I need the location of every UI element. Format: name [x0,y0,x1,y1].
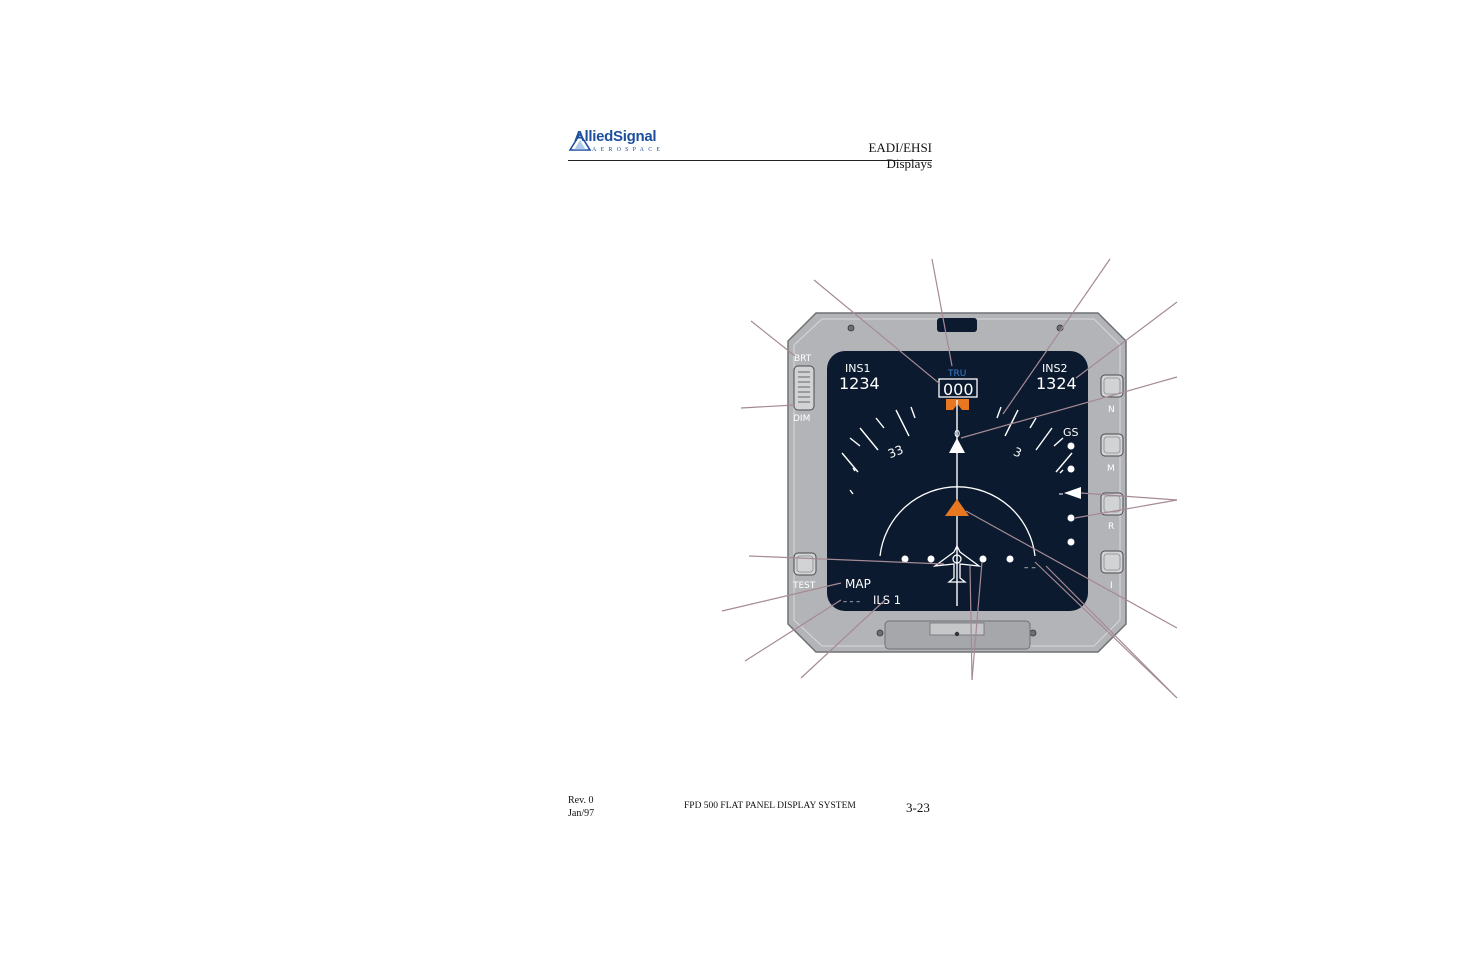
callout-leader-lines [721,258,1178,699]
glideslope-pointer-icon [1064,487,1081,499]
left-nav-value: 1234 [839,374,880,393]
left-dashes: – – – [843,597,860,606]
range-arc [879,486,1036,557]
alliedsignal-logo-icon [568,132,592,151]
product-name: FPD 500 FLAT PANEL DISPLAY SYSTEM [684,801,856,811]
lateral-deviation-dots [901,555,1014,563]
nav-source-label: ILS 1 [873,593,901,607]
key-n-button[interactable] [1100,374,1124,398]
compass-label-33: 33 [886,442,905,461]
compass-rose [841,400,1073,495]
brand-name: AlliedSignal [574,128,657,145]
key-m-label: M [1107,464,1115,474]
brightness-rocker[interactable] [793,365,815,411]
map-mode-label: MAP [845,577,871,591]
page-number: 3-23 [906,800,930,815]
left-nav-source: INS1 [845,362,870,375]
key-i-label: I [1110,581,1113,591]
key-i-button[interactable] [1100,550,1124,574]
glideslope-label: GS [1063,426,1079,439]
header-divider [568,160,932,161]
glideslope-scale-dots [1067,442,1075,546]
revision-block: Rev. 0 Jan/97 [568,794,594,820]
course-pointer-icon [949,438,965,453]
revision: Rev. 0 [568,795,594,806]
brt-label: BRT [794,354,812,364]
key-m-button[interactable] [1100,433,1124,457]
dim-label: DIM [793,414,810,424]
heading-reference: TRU [947,369,966,379]
test-label: TEST [792,581,816,591]
light-sensor [937,318,977,332]
heading-value: 000 [943,380,974,399]
revision-date: Jan/97 [568,808,595,819]
key-n-label: N [1108,405,1115,415]
right-dashes: – – [1024,563,1036,573]
right-nav-value: 1324 [1036,374,1077,393]
section-title: EADI/EHSI Displays [868,140,932,171]
heading-bug-icon [946,399,969,410]
waypoint-triangle-icon [945,499,969,516]
key-r-label: R [1108,522,1114,532]
brand-subtitle: AEROSPACE [592,147,665,153]
heading-box [938,378,978,398]
right-nav-source: INS2 [1042,362,1067,375]
